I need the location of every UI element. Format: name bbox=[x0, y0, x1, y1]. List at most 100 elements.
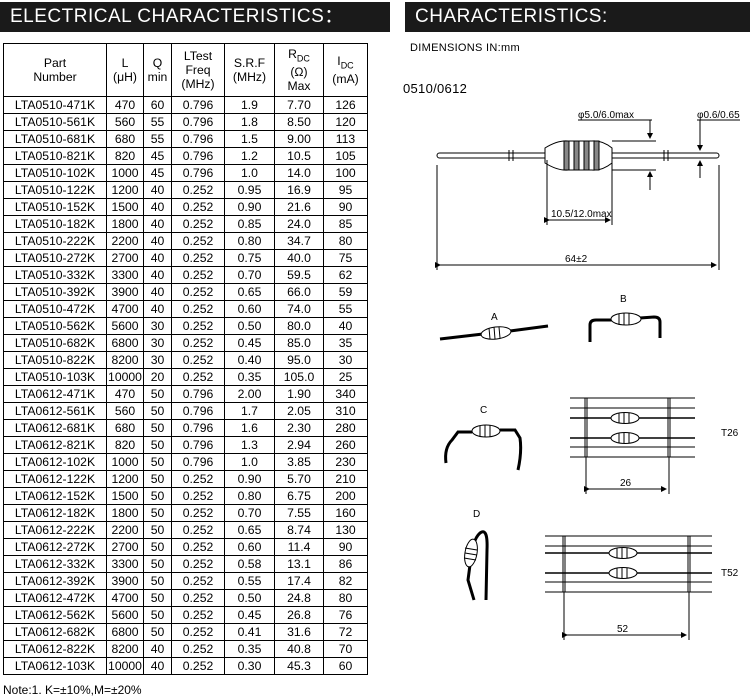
table-cell: LTA0612-222K bbox=[3, 521, 107, 539]
form-b-drawing bbox=[588, 312, 662, 342]
table-cell: 310 bbox=[323, 402, 368, 420]
table-cell: 0.252 bbox=[171, 351, 225, 369]
table-cell: 105 bbox=[323, 147, 368, 165]
table-cell: LTA0510-182K bbox=[3, 215, 107, 233]
table-cell: 3.85 bbox=[274, 453, 324, 471]
tape-t26-spacing: 26 bbox=[620, 478, 632, 489]
lead-diameter-text: φ0.6/0.65 bbox=[697, 110, 740, 121]
table-cell: 40.0 bbox=[274, 249, 324, 267]
header-line: Number bbox=[33, 70, 77, 84]
table-cell: 160 bbox=[323, 504, 368, 522]
header-line: S.R.F bbox=[233, 56, 266, 70]
table-header-row: Part Number L (μH) Q min LTest Freq (MHz… bbox=[3, 43, 368, 97]
table-cell: 50 bbox=[143, 538, 172, 556]
table-cell: 2700 bbox=[106, 538, 144, 556]
table-cell: 6.75 bbox=[274, 487, 324, 505]
table-cell: LTA0510-102K bbox=[3, 164, 107, 182]
dimensions-label: DIMENSIONS IN:mm bbox=[410, 42, 520, 54]
table-cell: 4700 bbox=[106, 300, 144, 318]
table-cell: 0.252 bbox=[171, 640, 225, 658]
table-cell: 21.6 bbox=[274, 198, 324, 216]
color-band bbox=[593, 140, 600, 171]
table-cell: 40 bbox=[143, 657, 172, 675]
color-band bbox=[583, 140, 590, 171]
table-cell: 0.50 bbox=[224, 589, 275, 607]
table-cell: LTA0612-103K bbox=[3, 657, 107, 675]
table-cell: 3300 bbox=[106, 555, 144, 573]
electrical-characteristics-table: Part Number L (μH) Q min LTest Freq (MHz… bbox=[3, 43, 368, 675]
table-cell: 59.5 bbox=[274, 266, 324, 284]
table-cell: 0.252 bbox=[171, 538, 225, 556]
header-line: RDC bbox=[288, 46, 310, 64]
table-cell: 40 bbox=[143, 232, 172, 250]
table-cell: 45 bbox=[143, 164, 172, 182]
table-cell: 0.252 bbox=[171, 283, 225, 301]
table-cell: 60 bbox=[323, 657, 368, 675]
table-cell: 820 bbox=[106, 436, 144, 454]
table-cell: 0.58 bbox=[224, 555, 275, 573]
table-cell: 820 bbox=[106, 147, 144, 165]
table-cell: 55 bbox=[143, 113, 172, 131]
table-cell: 50 bbox=[143, 589, 172, 607]
table-cell: 50 bbox=[143, 606, 172, 624]
table-cell: 11.4 bbox=[274, 538, 324, 556]
header-line: LTest bbox=[183, 49, 213, 63]
table-cell: 0.252 bbox=[171, 487, 225, 505]
table-cell: 40 bbox=[323, 317, 368, 335]
main-dimension-drawing bbox=[435, 119, 740, 270]
form-d-label: D bbox=[473, 509, 480, 520]
table-cell: LTA0510-471K bbox=[3, 96, 107, 114]
table-cell: 50 bbox=[143, 623, 172, 641]
table-cell: 105.0 bbox=[274, 368, 324, 386]
form-d-drawing bbox=[463, 530, 489, 601]
series-label: 0510/0612 bbox=[403, 81, 468, 96]
table-cell: 6800 bbox=[106, 334, 144, 352]
table-cell: 60 bbox=[143, 96, 172, 114]
table-cell: 1.8 bbox=[224, 113, 275, 131]
table-cell: 34.7 bbox=[274, 232, 324, 250]
table-cell: LTA0612-272K bbox=[3, 538, 107, 556]
table-cell: 20 bbox=[143, 368, 172, 386]
table-cell: 95.0 bbox=[274, 351, 324, 369]
table-cell: 45 bbox=[143, 147, 172, 165]
table-cell: 0.796 bbox=[171, 96, 225, 114]
table-cell: 560 bbox=[106, 113, 144, 131]
table-cell: 560 bbox=[106, 402, 144, 420]
table-cell: 0.80 bbox=[224, 487, 275, 505]
table-cell: 30 bbox=[143, 351, 172, 369]
table-cell: 9.00 bbox=[274, 130, 324, 148]
table-cell: 1.5 bbox=[224, 130, 275, 148]
table-cell: 66.0 bbox=[274, 283, 324, 301]
table-cell: LTA0510-222K bbox=[3, 232, 107, 250]
color-band bbox=[563, 140, 570, 171]
table-cell: 680 bbox=[106, 419, 144, 437]
table-cell: 0.35 bbox=[224, 368, 275, 386]
table-cell: 260 bbox=[323, 436, 368, 454]
header-line: IDC bbox=[337, 53, 354, 71]
table-cell: 45.3 bbox=[274, 657, 324, 675]
header-line: (μH) bbox=[113, 70, 137, 84]
table-cell: LTA0510-681K bbox=[3, 130, 107, 148]
table-cell: 0.252 bbox=[171, 215, 225, 233]
tape-t26-label: T26 bbox=[721, 428, 739, 439]
table-cell: 0.252 bbox=[171, 521, 225, 539]
table-cell: 3900 bbox=[106, 572, 144, 590]
table-cell: 0.796 bbox=[171, 419, 225, 437]
table-cell: 1800 bbox=[106, 504, 144, 522]
table-cell: LTA0612-332K bbox=[3, 555, 107, 573]
table-cell: 0.252 bbox=[171, 504, 225, 522]
